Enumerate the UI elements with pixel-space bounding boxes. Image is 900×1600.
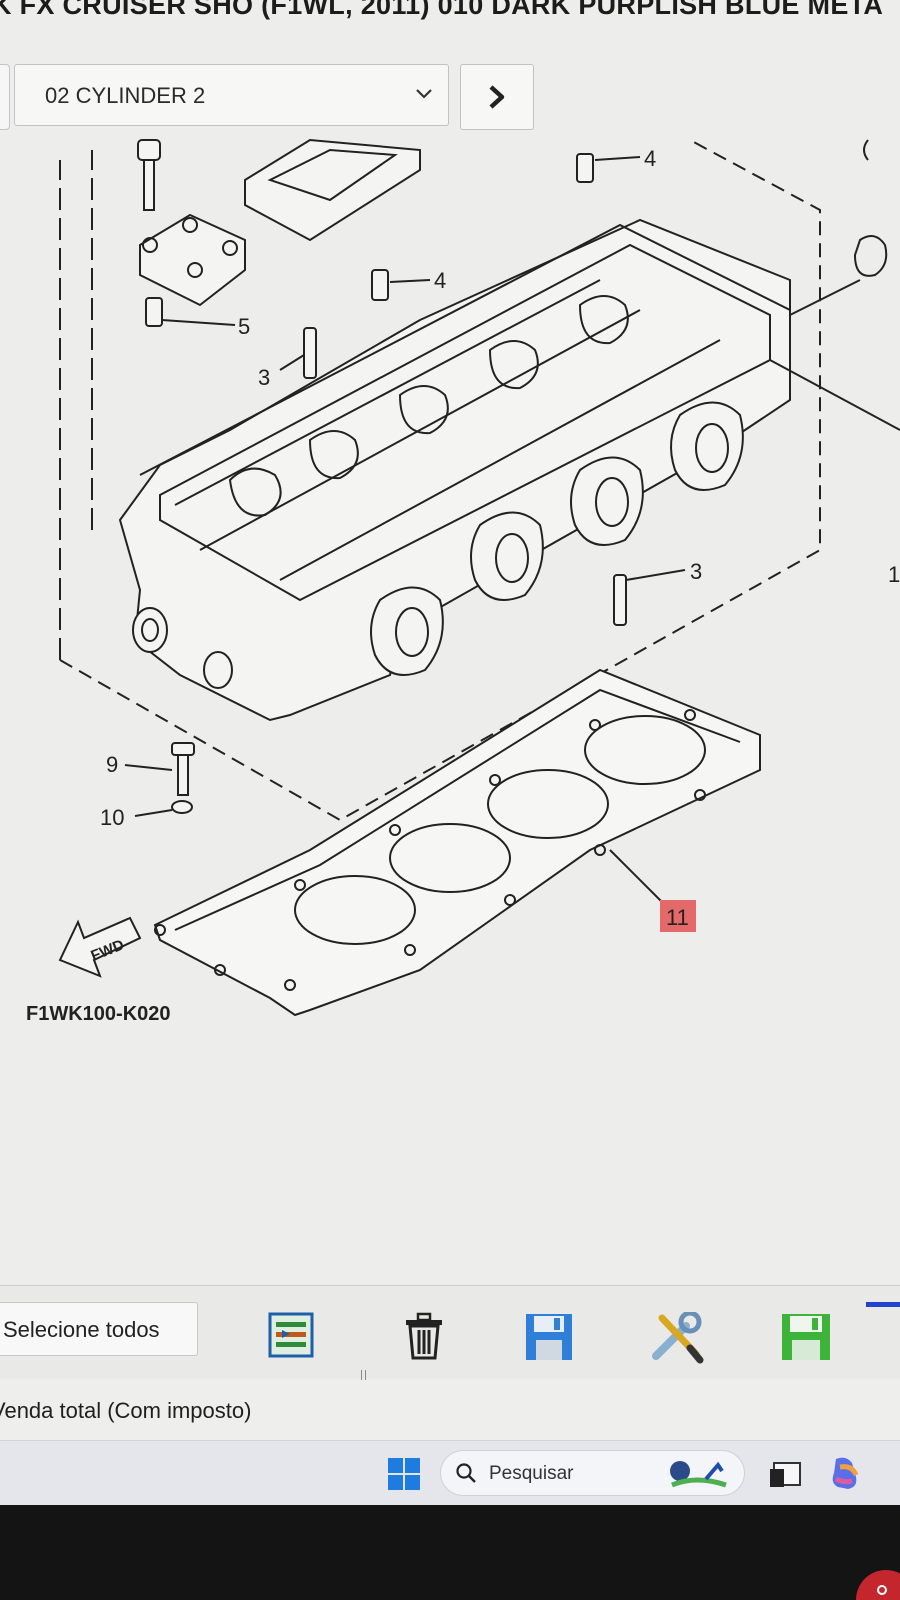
chevron-down-icon: [416, 89, 432, 99]
fwd-arrow-icon: FWD: [58, 916, 142, 978]
taskbar-search[interactable]: Pesquisar: [440, 1450, 745, 1496]
app-badge-icon: [856, 1570, 900, 1600]
toolbar-accent: [866, 1302, 900, 1307]
callout-11[interactable]: 11: [666, 905, 689, 930]
search-placeholder: Pesquisar: [489, 1463, 574, 1484]
callout-9[interactable]: 9: [106, 752, 118, 777]
callout-4-mid[interactable]: 4: [434, 268, 446, 293]
windows-taskbar: Pesquisar: [0, 1440, 900, 1505]
search-icon: [456, 1463, 476, 1483]
next-diagram-button[interactable]: [460, 64, 534, 130]
search-highlight-icon: [670, 1461, 727, 1488]
select-all-button[interactable]: Selecione todos: [0, 1302, 198, 1356]
callout-5[interactable]: 5: [238, 314, 250, 339]
monitor-bezel: [0, 1505, 900, 1600]
windows-start-icon[interactable]: [388, 1458, 420, 1490]
trash-icon[interactable]: [402, 1312, 446, 1360]
callout-11-highlight: [660, 900, 696, 932]
file-explorer-icon[interactable]: [766, 1453, 806, 1493]
callout-4-top[interactable]: 4: [644, 146, 656, 171]
save-icon[interactable]: [524, 1312, 574, 1362]
select-all-label: Selecione todos: [3, 1317, 160, 1342]
totals-row: Venda total (Com imposto): [0, 1380, 900, 1440]
list-transfer-icon[interactable]: [268, 1312, 314, 1358]
parts-catalog-screen: K FX CRUISER SHO (F1WL, 2011) 010 DARK P…: [0, 0, 900, 1505]
total-sale-label: Venda total (Com imposto): [0, 1398, 252, 1423]
column-separator[interactable]: [361, 1370, 366, 1388]
save-green-icon[interactable]: [780, 1312, 832, 1362]
tools-icon[interactable]: [650, 1312, 704, 1364]
callout-3-right[interactable]: 3: [690, 559, 702, 584]
callout-3-left[interactable]: 3: [258, 365, 270, 390]
callout-10[interactable]: 10: [100, 805, 124, 830]
edge-label: 1: [888, 562, 900, 587]
prev-select-stub[interactable]: [0, 64, 10, 130]
parts-diagram: 4 4 5 3 3 9 10 1 11 FWD F1WK100-K020: [26, 138, 900, 1025]
page-title: K FX CRUISER SHO (F1WL, 2011) 010 DARK P…: [0, 0, 884, 20]
diagram-code: F1WK100-K020: [26, 1003, 171, 1025]
chevron-right-icon: [489, 85, 505, 109]
diagram-select-value: 02 CYLINDER 2: [45, 83, 206, 108]
diagram-select[interactable]: 02 CYLINDER 2: [14, 64, 449, 126]
copilot-icon[interactable]: [826, 1453, 866, 1493]
